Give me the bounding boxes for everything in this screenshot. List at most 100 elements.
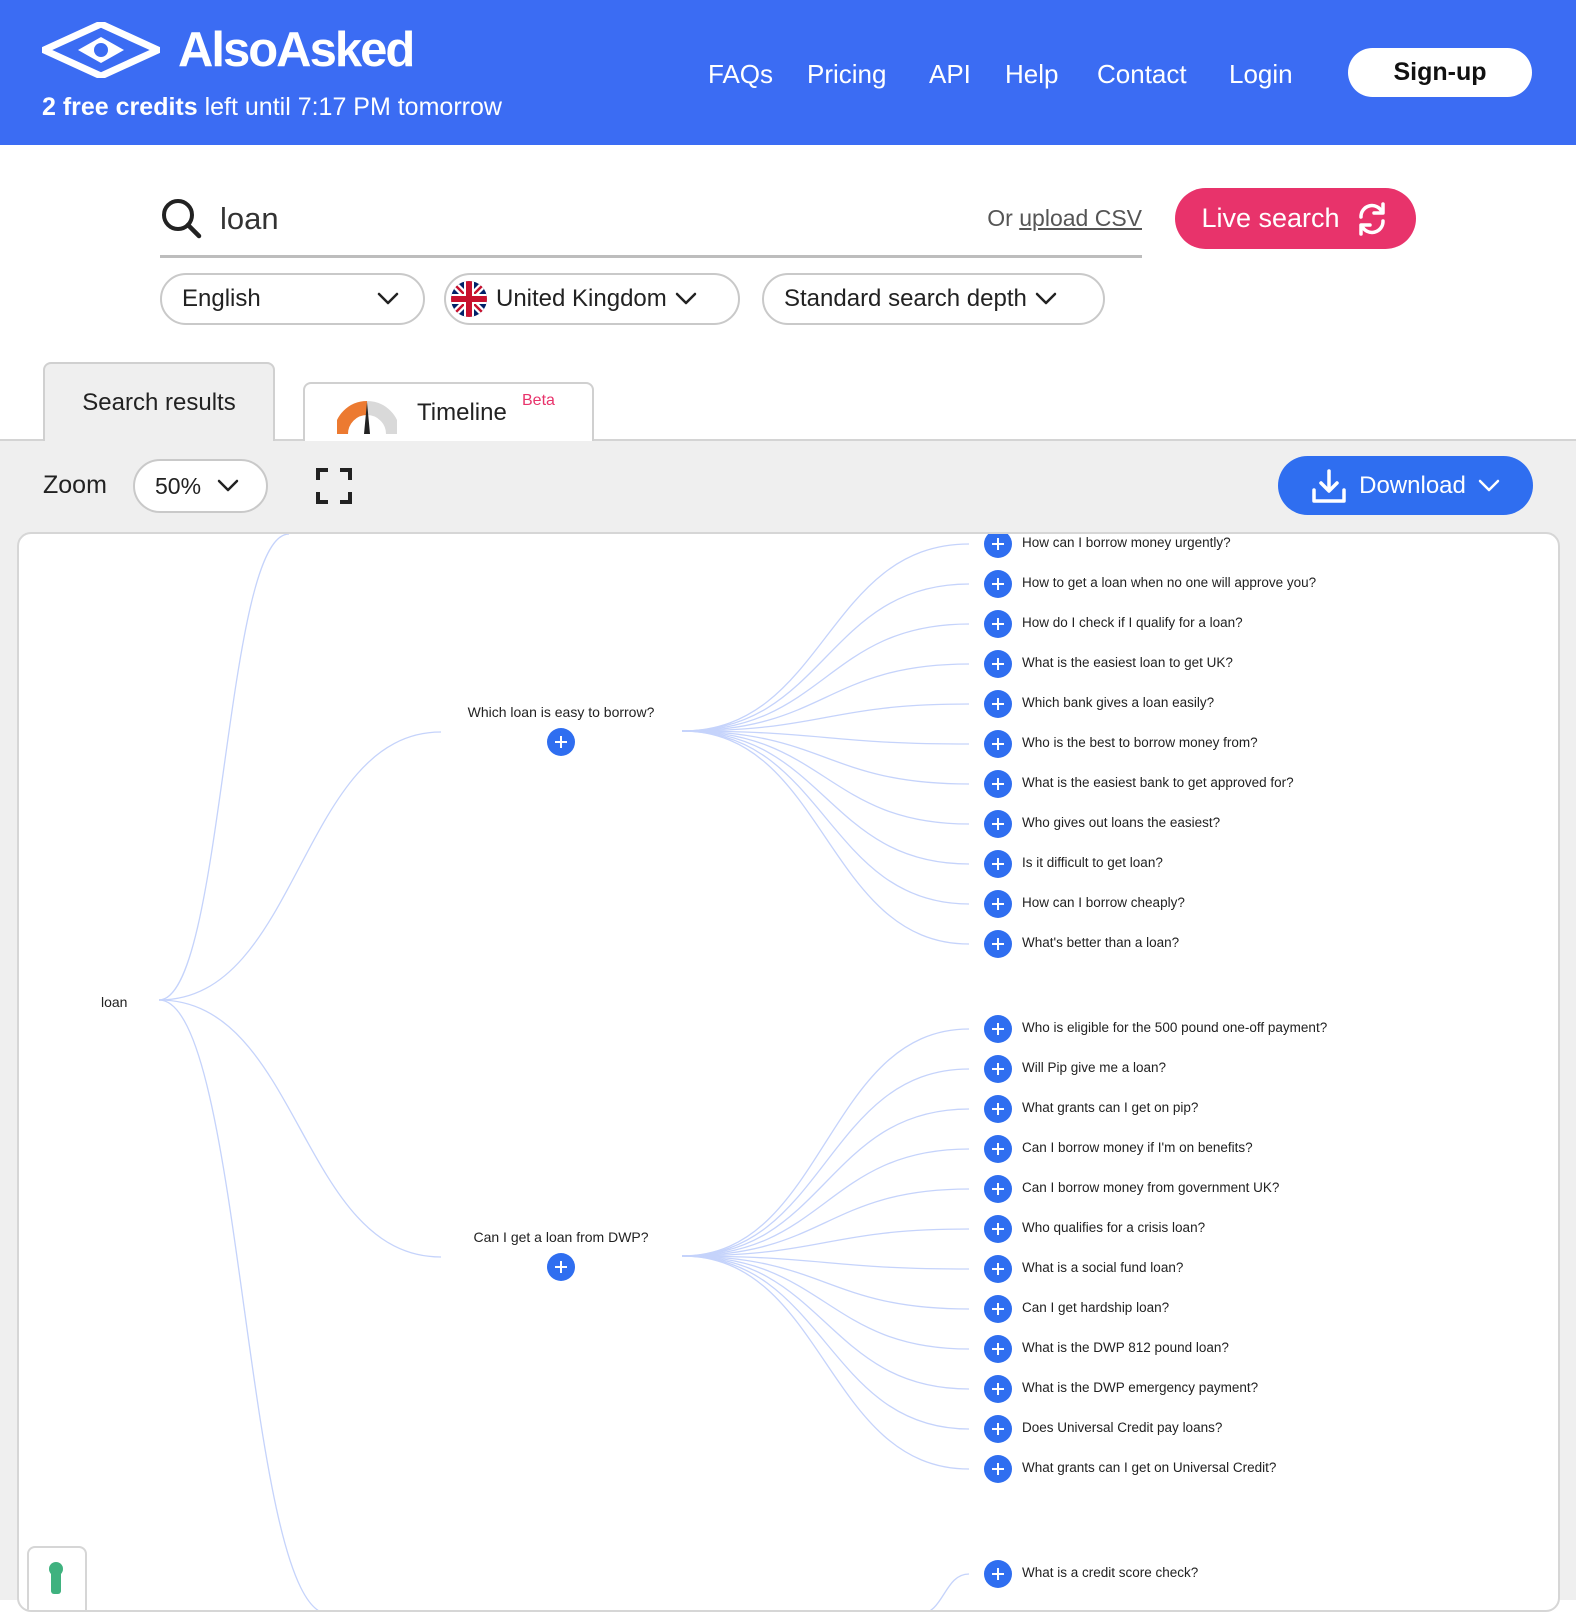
expand-plus-button[interactable] <box>984 1375 1012 1403</box>
search-input[interactable]: loan <box>220 201 279 236</box>
leaf-question[interactable]: What is the easiest loan to get UK? <box>1022 655 1233 670</box>
tree-link <box>681 730 970 905</box>
expand-plus-button[interactable] <box>984 890 1012 918</box>
expand-plus-button[interactable] <box>984 534 1012 558</box>
tree-link <box>158 731 442 1001</box>
leaf-question[interactable]: Is it difficult to get loan? <box>1022 855 1163 870</box>
language-select[interactable]: English <box>160 273 425 325</box>
upload-csv-link[interactable]: upload CSV <box>1019 205 1142 231</box>
leaf-question[interactable]: Who is the best to borrow money from? <box>1022 735 1258 750</box>
nav-login[interactable]: Login <box>1229 59 1293 89</box>
expand-plus-button[interactable] <box>984 1295 1012 1323</box>
zoom-select[interactable]: 50% <box>133 459 268 513</box>
nav-faqs[interactable]: FAQs <box>708 59 774 89</box>
chevron-down-icon <box>377 292 399 305</box>
root-node[interactable]: loan <box>101 994 128 1010</box>
leaf-question[interactable]: How can I borrow money urgently? <box>1022 535 1231 550</box>
tree-link <box>681 1255 970 1270</box>
expand-plus-button[interactable] <box>984 770 1012 798</box>
depth-value: Standard search depth <box>784 285 1027 312</box>
expand-plus-button[interactable] <box>984 1055 1012 1083</box>
tree-link <box>681 623 970 732</box>
expand-plus-button[interactable] <box>984 570 1012 598</box>
nav-contact[interactable]: Contact <box>1097 59 1187 89</box>
leaf-question[interactable]: Will Pip give me a loan? <box>1022 1060 1167 1075</box>
zoom-value: 50% <box>155 472 202 499</box>
expand-plus-button[interactable] <box>547 728 575 756</box>
download-button[interactable]: Download <box>1278 456 1533 515</box>
tree-link <box>681 1148 970 1257</box>
credits-count: 2 free credits <box>42 93 198 121</box>
expand-plus-button[interactable] <box>984 1255 1012 1283</box>
fullscreen-icon[interactable] <box>316 468 352 504</box>
leaf-question[interactable]: Does Universal Credit pay loans? <box>1022 1420 1223 1435</box>
expand-plus-button[interactable] <box>984 1455 1012 1483</box>
expand-plus-button[interactable] <box>547 1253 575 1281</box>
expand-plus-button[interactable] <box>984 930 1012 958</box>
nav-api[interactable]: API <box>929 59 971 89</box>
leaf-question[interactable]: Who gives out loans the easiest? <box>1022 815 1221 830</box>
expand-plus-button[interactable] <box>984 1095 1012 1123</box>
search-bar: loan Or upload CSV <box>160 185 1142 258</box>
expand-plus-button[interactable] <box>984 1215 1012 1243</box>
tree-link <box>681 730 970 865</box>
signup-button[interactable]: Sign-up <box>1348 48 1532 97</box>
leaf-question[interactable]: What is the DWP 812 pound loan? <box>1022 1340 1229 1355</box>
expand-plus-button[interactable] <box>984 850 1012 878</box>
refresh-icon <box>1358 201 1385 236</box>
tree-link <box>158 534 290 1001</box>
country-value: United Kingdom <box>496 285 667 312</box>
tree-link <box>681 730 970 745</box>
tree-link <box>681 1188 970 1257</box>
leaf-question[interactable]: Can I borrow money if I'm on benefits? <box>1022 1140 1253 1155</box>
leaf-question[interactable]: What is a credit score check? <box>1022 1565 1199 1580</box>
expand-plus-button[interactable] <box>984 610 1012 638</box>
leaf-question[interactable]: Which bank gives a loan easily? <box>1022 695 1215 710</box>
expand-plus-button[interactable] <box>984 1175 1012 1203</box>
leaf-question[interactable]: What is a social fund loan? <box>1022 1260 1184 1275</box>
expand-plus-button[interactable] <box>984 810 1012 838</box>
nav-help[interactable]: Help <box>1005 59 1059 89</box>
expand-plus-button[interactable] <box>984 1415 1012 1443</box>
search-icon <box>162 199 202 239</box>
leaf-question[interactable]: How to get a loan when no one will appro… <box>1022 575 1317 590</box>
expand-plus-button[interactable] <box>984 650 1012 678</box>
tab-divider <box>0 439 1576 441</box>
tree-link <box>681 1028 970 1257</box>
mindmap-canvas[interactable]: loan Which loan is easy to borrow? How ca… <box>17 532 1560 1612</box>
tree-link <box>681 730 970 825</box>
logo[interactable]: AlsoAsked <box>42 22 415 78</box>
upload-csv-text: Or upload CSV <box>987 205 1142 232</box>
live-search-button[interactable]: Live search <box>1175 188 1416 249</box>
tab-search-results[interactable]: Search results <box>43 362 275 441</box>
cookie-settings-button[interactable] <box>27 1546 87 1610</box>
question-node[interactable]: Can I get a loan from DWP? <box>473 1229 649 1245</box>
chevron-down-icon <box>1478 479 1500 491</box>
depth-select[interactable]: Standard search depth <box>762 273 1105 325</box>
chevron-down-icon <box>675 292 697 305</box>
tab-timeline[interactable]: Timeline Beta <box>303 382 594 441</box>
leaf-question[interactable]: What grants can I get on Universal Credi… <box>1022 1460 1277 1475</box>
expand-plus-button[interactable] <box>984 1335 1012 1363</box>
leaf-question[interactable]: Who is eligible for the 500 pound one-of… <box>1022 1020 1328 1035</box>
leaf-question[interactable]: Can I borrow money from government UK? <box>1022 1180 1280 1195</box>
expand-plus-button[interactable] <box>984 1560 1012 1588</box>
leaf-question[interactable]: Can I get hardship loan? <box>1022 1300 1170 1315</box>
tree-link <box>158 999 442 1258</box>
country-select[interactable]: United Kingdom <box>444 273 740 325</box>
leaf-question[interactable]: Who qualifies for a crisis loan? <box>1022 1220 1206 1235</box>
leaf-question[interactable]: What grants can I get on pip? <box>1022 1100 1199 1115</box>
expand-plus-button[interactable] <box>984 1015 1012 1043</box>
leaf-question[interactable]: How do I check if I qualify for a loan? <box>1022 615 1243 630</box>
expand-plus-button[interactable] <box>984 730 1012 758</box>
brand-name: AlsoAsked <box>178 23 415 77</box>
expand-plus-button[interactable] <box>984 1135 1012 1163</box>
top-header: AlsoAsked 2 free credits left until 7:17… <box>0 0 1576 145</box>
question-node[interactable]: Which loan is easy to borrow? <box>467 704 655 720</box>
leaf-question[interactable]: What is the DWP emergency payment? <box>1022 1380 1259 1395</box>
leaf-question[interactable]: What's better than a loan? <box>1022 935 1180 950</box>
leaf-question[interactable]: How can I borrow cheaply? <box>1022 895 1185 910</box>
expand-plus-button[interactable] <box>984 690 1012 718</box>
leaf-question[interactable]: What is the easiest bank to get approved… <box>1022 775 1294 790</box>
nav-pricing[interactable]: Pricing <box>807 59 887 89</box>
